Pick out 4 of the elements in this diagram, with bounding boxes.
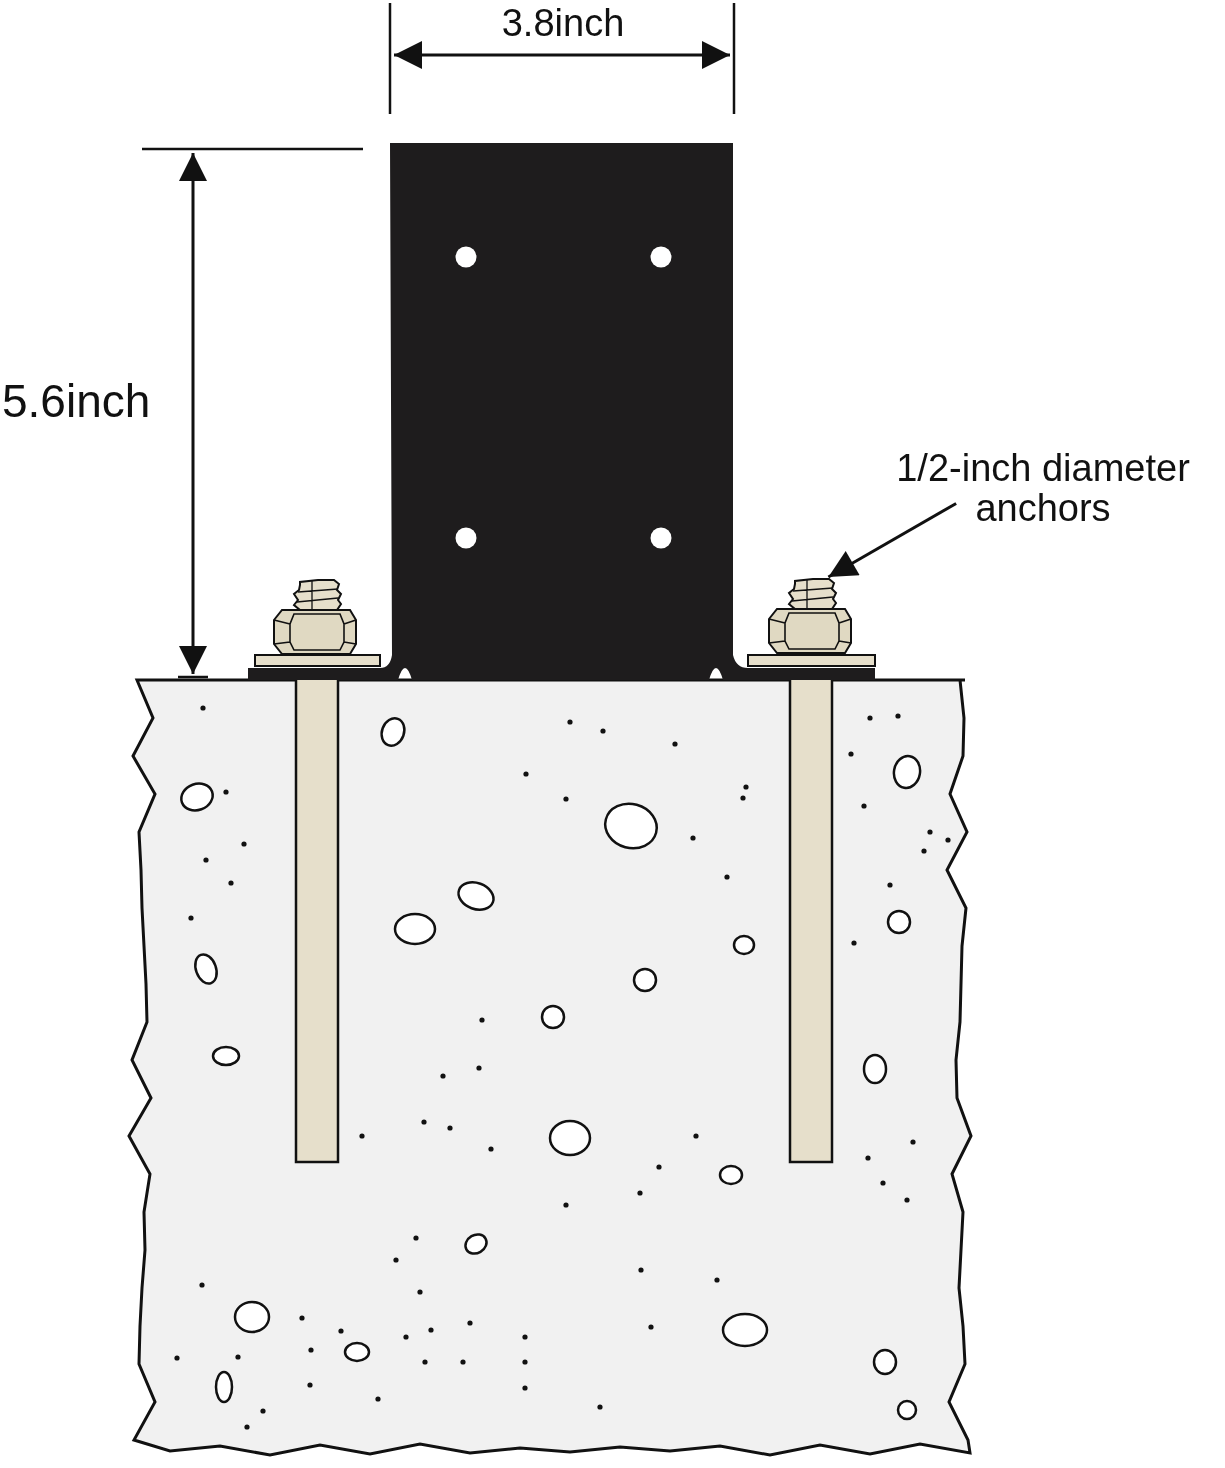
dimension-label: 5.6inch	[2, 374, 151, 428]
leader-line	[827, 502, 957, 579]
callout-text: 1/2-inch diameter anchors	[862, 448, 1224, 532]
dimension-label: 3.8inch	[501, 2, 625, 45]
